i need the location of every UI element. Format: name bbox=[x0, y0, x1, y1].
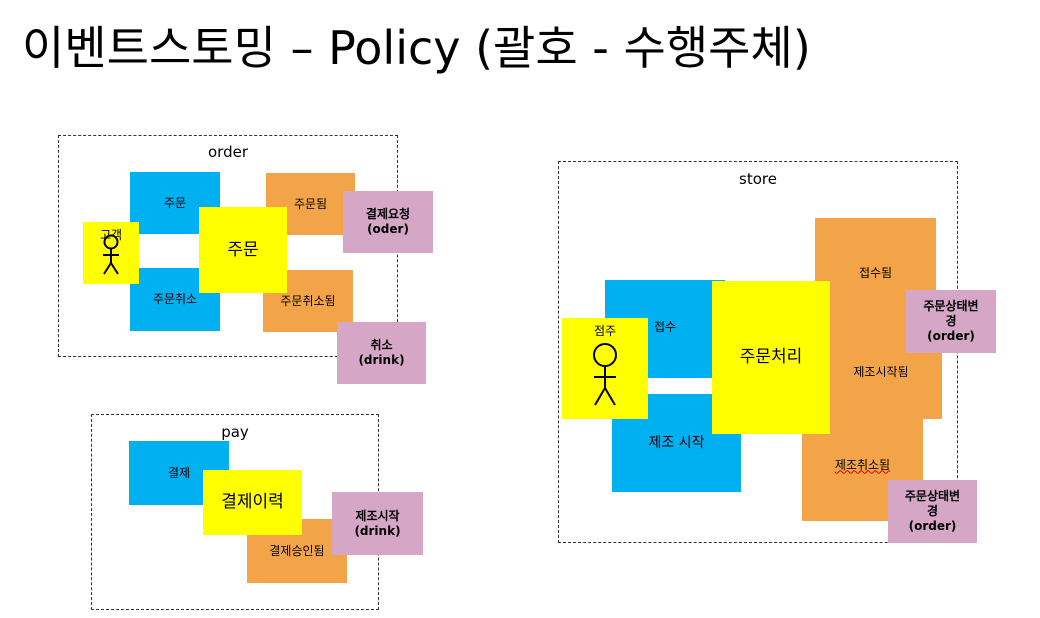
stick-figure-icon bbox=[103, 234, 119, 275]
policy-cancel-drink-label: 취소 (drink) bbox=[358, 338, 405, 367]
policy-status-change-2-label: 주문상태변 경 (order) bbox=[904, 489, 961, 533]
aggregate-order-processing: 주문처리 bbox=[712, 281, 830, 434]
policy-status-change-2: 주문상태변 경 (order) bbox=[888, 480, 977, 543]
policy-payment-request-label: 결제요청 (oder) bbox=[365, 207, 411, 236]
actor-customer: 고객 bbox=[83, 222, 139, 284]
context-order-label: order bbox=[208, 143, 248, 161]
policy-start-making-label: 제조시작 (drink) bbox=[354, 508, 401, 538]
policy-payment-request: 결제요청 (oder) bbox=[343, 191, 433, 253]
event-making-started: 제조시작됨 bbox=[820, 325, 942, 419]
actor-store-owner-label: 점주 bbox=[593, 324, 617, 338]
event-making-cancelled-label: 제조취소됨 bbox=[834, 457, 891, 472]
policy-cancel-drink: 취소 (drink) bbox=[337, 322, 426, 384]
policy-start-making: 제조시작 (drink) bbox=[332, 492, 423, 555]
aggregate-order: 주문 bbox=[199, 207, 287, 293]
context-store-label: store bbox=[739, 170, 777, 188]
event-order-cancelled: 주문취소됨 bbox=[263, 270, 353, 332]
event-ordered: 주문됨 bbox=[266, 173, 355, 235]
actor-store-owner: 점주 bbox=[562, 318, 648, 419]
stick-figure-icon bbox=[593, 343, 617, 406]
aggregate-payment-history: 결제이력 bbox=[203, 470, 302, 535]
policy-status-change-1-label: 주문상태변 경 (order) bbox=[923, 299, 979, 343]
policy-status-change-1: 주문상태변 경 (order) bbox=[906, 290, 996, 353]
context-pay-label: pay bbox=[221, 423, 249, 441]
slide-title: 이벤트스토밍 – Policy (괄호 - 수행주체) bbox=[22, 21, 811, 75]
